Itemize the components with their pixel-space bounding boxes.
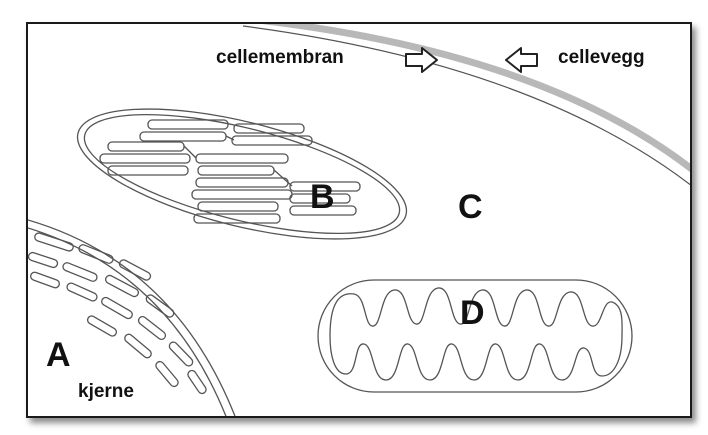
mitochondrion: [317, 279, 633, 393]
cell-membrane: [242, 25, 690, 186]
nuclear-envelope-outer: [28, 219, 236, 416]
cristae: [329, 287, 623, 381]
label-c: C: [458, 188, 483, 226]
nucleus: [28, 219, 236, 416]
label-cellevegg: cellevegg: [558, 47, 645, 68]
membrane-arrow-icon: [405, 47, 438, 73]
label-a: A: [46, 336, 71, 374]
label-kjerne: kjerne: [78, 381, 134, 402]
label-b: B: [310, 178, 335, 216]
label-d: D: [460, 294, 485, 332]
cell-wall: [261, 24, 690, 173]
cell-diagram: cellemembran cellevegg B C D A kjerne: [26, 22, 692, 418]
cell-drawing: [28, 24, 690, 416]
wall-arrow-icon: [505, 47, 538, 73]
chloroplast: [76, 108, 408, 240]
label-cellemembran: cellemembran: [216, 47, 344, 68]
